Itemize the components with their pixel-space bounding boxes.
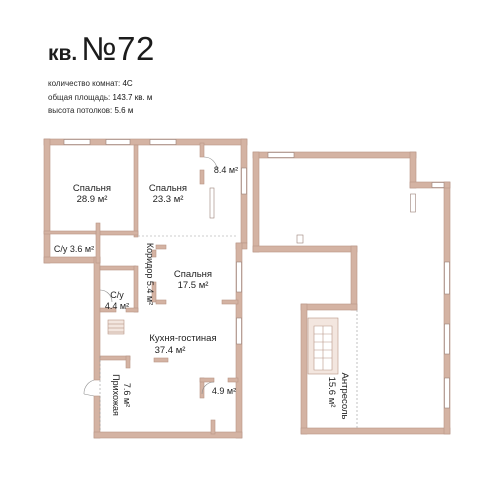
storage-area: 4.9 м² <box>212 386 236 396</box>
wall-sy2-bottom-right <box>125 307 139 313</box>
window-closet <box>209 187 215 219</box>
f2-window-5 <box>444 323 450 355</box>
wall-bottom <box>93 431 243 439</box>
apartment-title: кв.№72 <box>48 30 155 68</box>
floor2-labels: Антресоль 15.6 м² <box>326 373 350 420</box>
f2-post <box>296 234 304 244</box>
wall-sy1-right <box>95 222 101 264</box>
wall-sy2-bottom-left <box>99 307 117 313</box>
f2-window-6 <box>444 377 450 409</box>
floor1-windows <box>63 139 247 345</box>
floor2-walls <box>252 151 451 435</box>
wall-hall-stub <box>125 355 131 369</box>
f2-window-1 <box>267 152 295 158</box>
apartment-info: количество комнат: 4С общая площадь: 143… <box>48 77 152 118</box>
wall-bedroom3-bottom-left <box>155 299 167 305</box>
window-5 <box>236 261 242 293</box>
wall-kitchen-stub <box>153 357 169 363</box>
wall-hall-top <box>99 355 131 361</box>
hall-area: 7.6 м² <box>122 383 132 407</box>
mezzanine-name: Антресоль <box>339 373 350 420</box>
f2-wall-mid <box>252 245 358 253</box>
corridor-label: Коридор 5.4 м² <box>145 243 155 305</box>
f2-window-4 <box>444 261 450 295</box>
bedroom1-area: 28.9 м² <box>77 194 108 205</box>
wall-bedroom3-top-left <box>155 244 167 250</box>
kitchen-area: 37.4 м² <box>155 345 186 356</box>
wall-sy1-top <box>43 230 97 235</box>
floor1-zone-lines <box>99 235 238 432</box>
apartment-number: №72 <box>81 30 155 67</box>
window-1 <box>63 139 91 145</box>
stair-floor2 <box>307 317 339 375</box>
f2-window-3 <box>431 182 445 188</box>
wall-sy2-top <box>99 265 137 271</box>
bathroom1-label: С/у 3.6 м² <box>54 244 94 254</box>
bedroom3-name: Спальня <box>174 269 212 280</box>
bedroom2-name: Спальня <box>149 183 187 194</box>
f2-wall-bottom <box>300 427 451 435</box>
wall-sy2-right <box>133 265 139 313</box>
closet-area: 8.4 м² <box>214 165 238 175</box>
bedroom2-area: 23.3 м² <box>153 194 184 205</box>
wall-left-upper <box>43 138 51 264</box>
window-6 <box>236 317 242 345</box>
wall-corridor-stub-1 <box>151 249 157 258</box>
bathroom2-name: С/у <box>110 290 124 300</box>
wall-bottom-stub <box>210 419 216 435</box>
f2-wall-left-lower <box>300 303 308 435</box>
wall-bedroom3-bottom-right <box>221 299 239 305</box>
bedroom3-area: 17.5 м² <box>178 280 209 291</box>
wall-bedrooms-divider <box>133 144 139 238</box>
apartment-prefix: кв. <box>48 42 78 65</box>
f2-wall-inner-vertical <box>350 245 358 311</box>
wall-bedroom1-bottom <box>95 230 139 236</box>
stair-floor1 <box>107 319 125 335</box>
floor2-windows <box>267 152 450 409</box>
kitchen-name: Кухня-гостиная <box>149 333 216 344</box>
f2-window-2 <box>410 193 416 213</box>
wall-storage-top-right <box>227 377 239 383</box>
wall-closet-left-upper <box>199 142 205 158</box>
window-2 <box>105 139 131 145</box>
wall-closet-left-lower <box>199 169 205 185</box>
window-3 <box>149 139 177 145</box>
f2-wall-right-step <box>409 181 451 189</box>
floor1-doors <box>83 156 218 397</box>
wall-sy1-bottom <box>43 256 101 264</box>
bathroom2-area: 4.4 м² <box>105 301 129 311</box>
window-4 <box>241 167 247 195</box>
bedroom1-name: Спальня <box>73 183 111 194</box>
info-area: общая площадь: 143.7 кв. м <box>48 92 153 102</box>
wall-left-lower <box>93 256 101 381</box>
info-rooms: количество комнат: 4С <box>48 79 133 88</box>
wall-storage-top-left <box>199 377 215 383</box>
f2-wall-inner-horizontal <box>300 303 358 311</box>
mezzanine-area: 15.6 м² <box>326 377 337 408</box>
f2-wall-left <box>252 151 260 253</box>
wall-corridor-stub-2 <box>151 281 157 303</box>
info-ceiling: высота потолков: 5.6 м <box>48 106 134 115</box>
floor1-labels: Спальня 28.9 м² Спальня 23.3 м² 8.4 м² С… <box>54 165 238 416</box>
hall-name: Прихожая <box>111 374 121 416</box>
